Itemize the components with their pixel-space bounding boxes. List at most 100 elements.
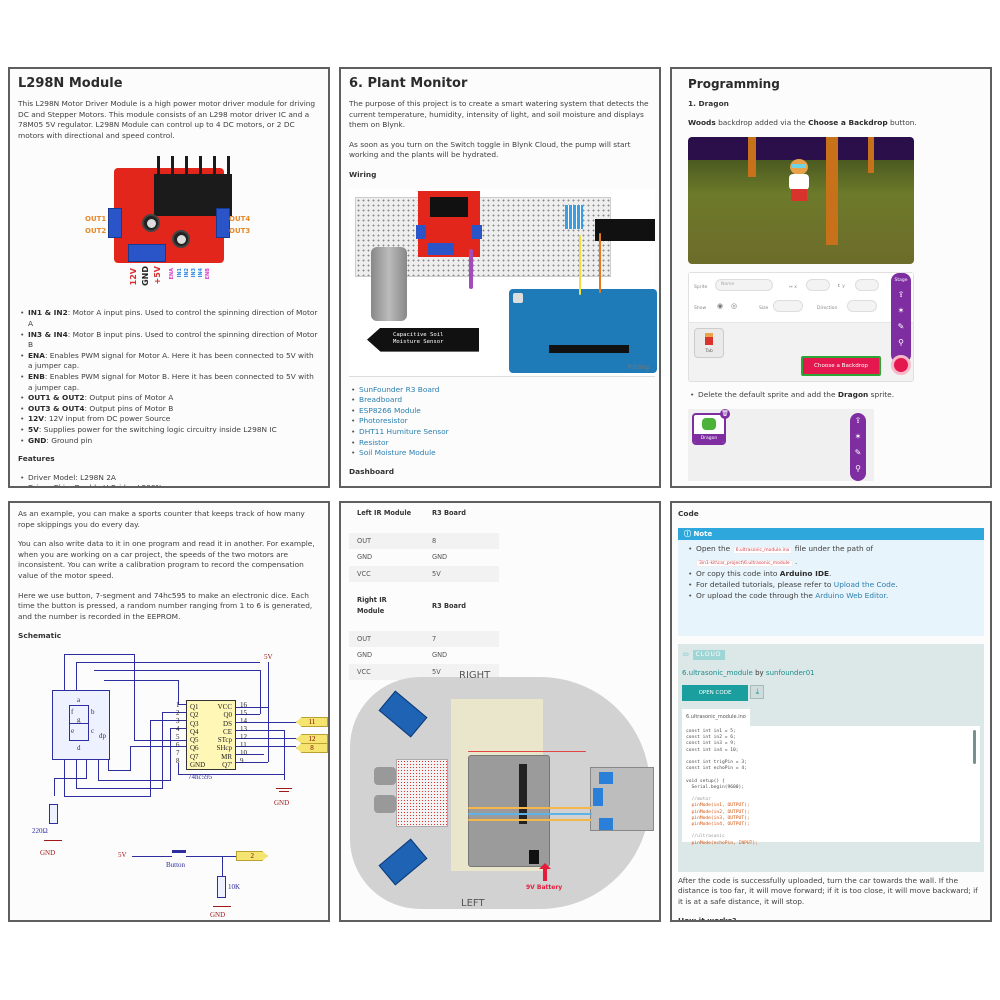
pin-tag-11: 11 — [296, 716, 328, 727]
sketch-title: 6.ultrasonic_module by sunfounder01 — [682, 669, 815, 678]
wiring-heading: Wiring — [349, 169, 377, 179]
list-item: Soil Moisture Module — [349, 448, 651, 459]
paragraph: You can also write data to it in one pro… — [18, 539, 315, 580]
panel-title: L298N Module — [18, 76, 123, 91]
pin-tag-8: 8 — [296, 742, 328, 753]
12v-label: 12V — [129, 268, 138, 286]
upload-icon[interactable]: ⇪ — [854, 415, 862, 425]
sprite-tile-tab[interactable]: Tab — [694, 328, 724, 359]
sprite-tile-dragon[interactable]: Dragon — [692, 412, 726, 445]
r3-board — [468, 755, 550, 867]
search-icon[interactable]: ⚲ — [898, 337, 904, 347]
link-resistor[interactable]: Resistor — [359, 437, 389, 447]
list-item: Or copy this code into Arduino IDE. — [686, 569, 976, 580]
code-line: const int trigPin = 3; — [686, 759, 747, 765]
link-r3-board[interactable]: SunFounder R3 Board — [359, 384, 440, 394]
note-header: ⓘ Note — [678, 527, 984, 541]
features-heading: Features — [18, 454, 55, 464]
tree — [868, 137, 874, 174]
code-line: pinMode(in2, OUTPUT); — [686, 809, 750, 815]
chip-label: 74hc595 — [188, 772, 213, 781]
choose-backdrop-tooltip[interactable]: Choose a Backdrop — [801, 356, 881, 377]
link-photoresistor[interactable]: Photoresistor — [359, 416, 408, 426]
surprise-icon[interactable]: ✶ — [897, 305, 905, 315]
show-visible-icon[interactable]: ◉ — [717, 302, 724, 311]
terminal-power — [128, 244, 166, 263]
code-viewer[interactable]: const int in1 = 5; const int in2 = 6; co… — [682, 725, 980, 846]
link-dht11[interactable]: DHT11 Humiture Sensor — [359, 426, 449, 436]
left-label: LEFT — [461, 898, 485, 909]
sketch-link[interactable]: 6.ultrasonic_module — [682, 669, 753, 678]
result-paragraph: After the code is successfully uploaded,… — [678, 875, 978, 906]
list-item: IN1 & IN2: Motor A input pins. Used to c… — [18, 308, 320, 329]
right-label: RIGHT — [459, 670, 491, 681]
search-icon[interactable]: ⚲ — [855, 463, 861, 473]
arduino-cloud-logo: ∞ CLOUD — [682, 649, 725, 661]
l298n-module — [416, 190, 482, 257]
resistor-220 — [49, 803, 58, 824]
scratch-stage-woods — [688, 137, 914, 265]
list-item: Resistor — [349, 438, 651, 449]
direction-input[interactable] — [847, 300, 877, 313]
delete-sprite-icon[interactable]: 🗑 — [720, 408, 730, 419]
out2-label: OUT2 — [85, 227, 107, 236]
car-wiring-diagram: RIGHT LEFT 9V Battery — [346, 670, 658, 920]
enb-label: ENB — [205, 268, 211, 280]
list-item: Driver Chip: Double H Bridge L298N — [18, 483, 320, 486]
vcc-label: 5V — [264, 652, 273, 661]
code-line: //motor — [686, 797, 711, 803]
terminal-right — [216, 208, 230, 239]
paragraph: Woods backdrop added via the Choose a Ba… — [688, 117, 917, 127]
ultrasonic-sensor — [374, 767, 396, 785]
upload-code-link[interactable]: Upload the Code — [833, 579, 896, 589]
mini-breadboard — [396, 759, 448, 827]
features-list: Driver Model: L298N 2A Driver Chip: Doub… — [18, 473, 320, 486]
download-icon[interactable]: ⤓ — [750, 684, 765, 699]
list-item: IN3 & IN4: Motor B input pins. Used to c… — [18, 330, 320, 351]
x-input[interactable] — [806, 279, 830, 292]
info-icon: ⓘ — [684, 529, 694, 538]
sprite-name-input[interactable]: Name — [715, 279, 773, 292]
paint-icon[interactable]: ✎ — [897, 321, 905, 331]
link-breadboard[interactable]: Breadboard — [359, 395, 403, 405]
upload-icon[interactable]: ⇪ — [897, 289, 905, 299]
sprite-info-pane: Sprite Name ↔ x ↕ y Show ◉ ◎ Size Direct… — [688, 272, 914, 383]
r3-board — [509, 288, 657, 373]
panel-title: Programming — [688, 77, 780, 91]
file-tab[interactable]: 6.ultrasonic_module.ino — [682, 709, 750, 726]
open-code-button[interactable]: OPEN CODE — [682, 684, 748, 702]
show-hidden-icon[interactable]: ◎ — [731, 302, 738, 311]
y-input[interactable] — [855, 279, 879, 292]
code-line: pinMode(in4, OUTPUT); — [686, 821, 750, 827]
note-list: Open the 6.ultrasonic_module.ino file un… — [678, 540, 984, 605]
list-item: 12V: 12V input from DC power Source — [18, 414, 320, 425]
water-pump — [371, 246, 407, 321]
list-item: Photoresistor — [349, 416, 651, 427]
choose-backdrop-button[interactable] — [891, 355, 911, 376]
paint-icon[interactable]: ✎ — [854, 447, 862, 457]
pin-tag-12: 12 — [296, 733, 328, 744]
code-heading: Code — [678, 509, 699, 518]
link-esp8266[interactable]: ESP8266 Module — [359, 405, 421, 415]
wire — [599, 232, 601, 293]
list-item: Driver Model: L298N 2A — [18, 473, 320, 484]
code-scrollbar[interactable] — [973, 729, 976, 764]
out3-label: OUT3 — [229, 227, 251, 236]
link-soil-moisture[interactable]: Soil Moisture Module — [359, 448, 436, 458]
list-item: OUT1 & OUT2: Output pins of Motor A — [18, 393, 320, 404]
surprise-icon[interactable]: ✶ — [854, 431, 862, 441]
eeprom-dice-panel: As an example, you can make a sports cou… — [8, 501, 330, 922]
instruction-list: Delete the default sprite and add the Dr… — [688, 390, 974, 401]
code-panel: Code ⓘ Note Open the 6.ultrasonic_module… — [670, 501, 992, 922]
components-list: SunFounder R3 Board Breadboard ESP8266 M… — [349, 385, 651, 459]
arduino-cloud-embed: ∞ CLOUD 6.ultrasonic_module by sunfounde… — [678, 643, 984, 872]
size-input[interactable] — [773, 300, 803, 313]
programming-panel: Programming 1. Dragon Woods backdrop add… — [670, 67, 992, 488]
author-link[interactable]: sunfounder01 — [765, 669, 815, 678]
arduino-web-editor-link[interactable]: Arduino Web Editor — [815, 590, 886, 600]
out1-label: OUT1 — [85, 215, 107, 224]
wire — [469, 248, 473, 289]
